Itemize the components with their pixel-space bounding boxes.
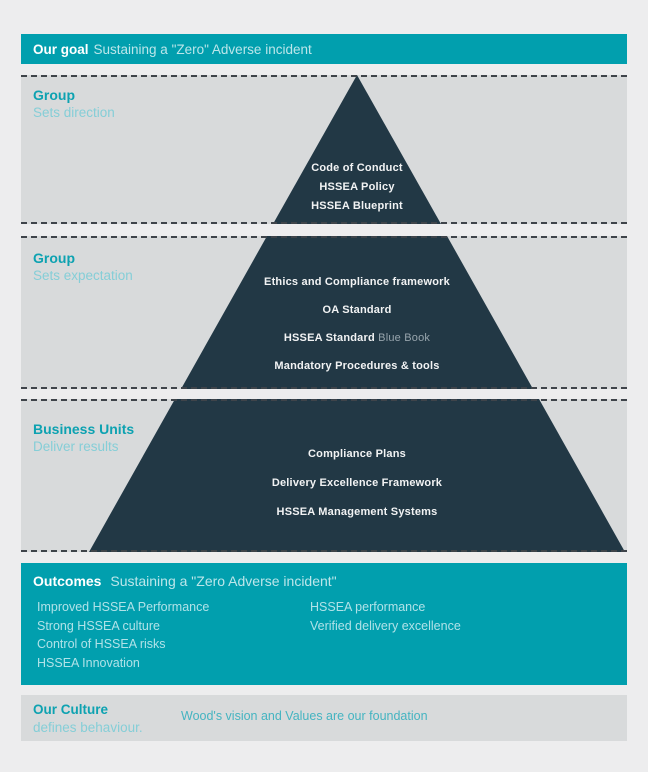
dashed-divider bbox=[21, 236, 627, 238]
band-business-units-deliver-results: Business Units Deliver results Complianc… bbox=[21, 399, 627, 552]
outcomes-label: Outcomes bbox=[33, 573, 102, 589]
outcome-item: Improved HSSEA Performance bbox=[37, 600, 210, 614]
band-label: Group Sets direction bbox=[33, 86, 115, 121]
outcome-item: Verified delivery excellence bbox=[310, 618, 461, 633]
outcomes-title: Outcomes Sustaining a "Zero Adverse inci… bbox=[33, 573, 337, 589]
outcomes-list-left: Improved HSSEA Performance Strong HSSEA … bbox=[37, 598, 209, 672]
band-label: Business Units Deliver results bbox=[33, 420, 134, 455]
dashed-divider bbox=[21, 75, 627, 77]
culture-panel: Our Culture defines behaviour. Wood's vi… bbox=[21, 695, 627, 741]
culture-label: Our Culture defines behaviour. bbox=[33, 701, 143, 736]
pyramid-tier-middle-items: Ethics and Compliance framework OA Stand… bbox=[157, 268, 557, 380]
pyramid-item: HSSEA Policy bbox=[157, 178, 557, 197]
dashed-divider bbox=[21, 387, 627, 389]
band-title: Business Units bbox=[33, 421, 135, 437]
band-subtitle: Deliver results bbox=[33, 439, 119, 454]
pyramid-item-text: Delivery Excellence Framework bbox=[271, 477, 443, 489]
pyramid-item-text: Compliance Plans bbox=[308, 448, 406, 460]
pyramid-item-text: Ethics and Compliance framework bbox=[264, 276, 450, 288]
culture-title: Our Culture bbox=[33, 702, 109, 717]
pyramid-item-text: HSSEA Management Systems bbox=[276, 506, 438, 518]
band-group-sets-direction: Group Sets direction Code of Conduct HSS… bbox=[21, 75, 627, 224]
pyramid-item-text: HSSEA Policy bbox=[319, 181, 395, 193]
pyramid-tier-bottom bbox=[89, 399, 625, 552]
pyramid-item: Ethics and Compliance framework bbox=[157, 268, 557, 296]
pyramid-item-text: HSSEA Standard bbox=[283, 332, 375, 344]
pyramid-item-text: OA Standard bbox=[322, 304, 392, 316]
band-subtitle: Sets direction bbox=[33, 105, 115, 120]
band-label: Group Sets expectation bbox=[33, 249, 133, 284]
goal-bar-label: Our goal bbox=[33, 41, 89, 57]
pyramid-item: Delivery Excellence Framework bbox=[157, 469, 557, 498]
pyramid-item: HSSEA Blueprint bbox=[157, 197, 557, 216]
pyramid-item-text: Mandatory Procedures & tools bbox=[274, 360, 440, 372]
pyramid-item-light-text: Blue Book bbox=[374, 332, 431, 344]
culture-note: Wood's vision and Values are our foundat… bbox=[181, 709, 428, 723]
outcome-item: HSSEA performance bbox=[310, 600, 426, 614]
pyramid-item-text: Code of Conduct bbox=[311, 162, 403, 174]
band-subtitle: Sets expectation bbox=[33, 268, 133, 283]
goal-bar-text: Sustaining a "Zero" Adverse incident bbox=[93, 41, 312, 57]
outcome-item: HSSEA Innovation bbox=[37, 655, 140, 670]
pyramid-item: Mandatory Procedures & tools bbox=[157, 352, 557, 380]
outcome-item: Strong HSSEA culture bbox=[37, 618, 160, 633]
culture-subtitle: defines behaviour. bbox=[33, 719, 143, 735]
dashed-divider bbox=[21, 222, 627, 224]
pyramid-item-text: HSSEA Blueprint bbox=[311, 200, 403, 212]
outcomes-list-right: HSSEA performance Verified delivery exce… bbox=[310, 598, 461, 635]
outcomes-text: Sustaining a "Zero Adverse incident" bbox=[110, 573, 337, 589]
pyramid-item: HSSEA Standard Blue Book bbox=[157, 324, 557, 352]
band-title: Group bbox=[33, 250, 75, 266]
dashed-divider bbox=[21, 550, 627, 552]
outcomes-panel: Outcomes Sustaining a "Zero Adverse inci… bbox=[21, 563, 627, 685]
band-group-sets-expectation: Group Sets expectation Ethics and Compli… bbox=[21, 236, 627, 389]
pyramid-tier-bottom-items: Compliance Plans Delivery Excellence Fra… bbox=[157, 440, 557, 527]
pyramid-item: Code of Conduct bbox=[157, 159, 557, 178]
pyramid-tier-top-items: Code of Conduct HSSEA Policy HSSEA Bluep… bbox=[157, 159, 557, 216]
pyramid-item: OA Standard bbox=[157, 296, 557, 324]
pyramid-item: HSSEA Management Systems bbox=[157, 498, 557, 527]
goal-bar: Our goal Sustaining a "Zero" Adverse inc… bbox=[21, 34, 627, 64]
band-title: Group bbox=[33, 87, 75, 103]
dashed-divider bbox=[21, 399, 627, 401]
pyramid-item: Compliance Plans bbox=[157, 440, 557, 469]
outcome-item: Control of HSSEA risks bbox=[37, 637, 166, 651]
